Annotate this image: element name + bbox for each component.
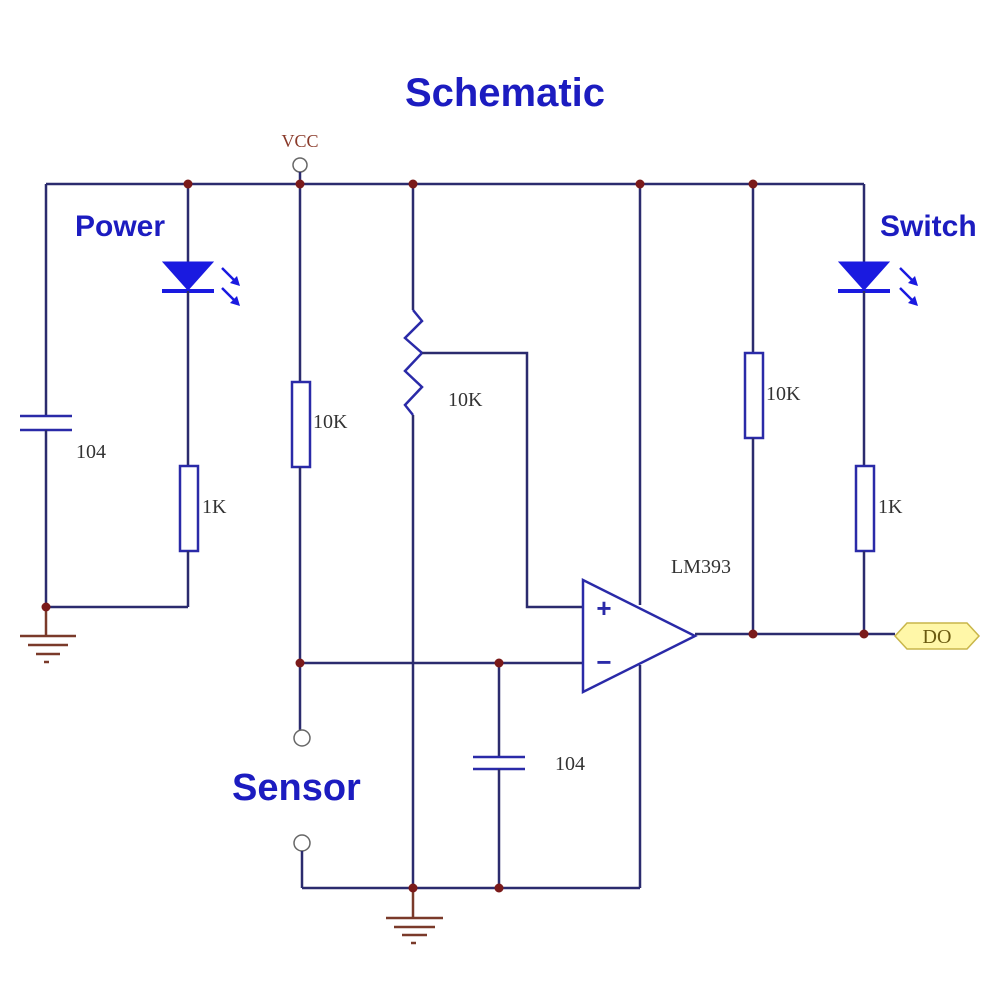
junction-node: [748, 179, 758, 189]
junction-node: [183, 179, 193, 189]
power-label: Power: [75, 210, 165, 243]
opamp-minus-pin: −: [596, 647, 611, 677]
do-output-tag: [893, 622, 981, 650]
power-capacitor-value: 104: [76, 441, 106, 463]
power-resistor-value: 1K: [202, 496, 227, 518]
switch-resistor-value: 1K: [878, 496, 903, 518]
junction-node: [295, 179, 305, 189]
junction-node: [408, 179, 418, 189]
pot-wiper-wire: [422, 351, 583, 609]
filter-capacitor-value: 104: [555, 753, 585, 775]
sensor-terminal-top: [293, 729, 311, 747]
vcc-label: VCC: [281, 131, 318, 151]
ground-icon-left: [20, 607, 76, 664]
power-led-light-icon: [221, 267, 240, 306]
sensor-pullup-value: 10K: [313, 411, 348, 433]
ground-icon-bottom: [386, 888, 443, 945]
junction-node: [295, 658, 305, 668]
junction-node: [748, 629, 758, 639]
junction-node: [859, 629, 869, 639]
junction-node: [494, 883, 504, 893]
vcc-terminal: [292, 157, 308, 173]
junction-node: [494, 658, 504, 668]
potentiometer-value: 10K: [448, 389, 483, 411]
sensor-label: Sensor: [232, 767, 361, 809]
junction-node: [635, 179, 645, 189]
junction-node: [41, 602, 51, 612]
potentiometer: [403, 309, 424, 416]
switch-label: Switch: [880, 210, 977, 243]
power-resistor: [178, 464, 200, 553]
switch-led-light-icon: [899, 267, 918, 306]
junction-node: [408, 883, 418, 893]
switch-led-icon: [837, 261, 891, 291]
opamp-plus-pin: +: [596, 593, 611, 623]
comparator-label: LM393: [671, 556, 731, 578]
sensor-pullup-resistor: [290, 380, 312, 469]
output-pullup-resistor: [743, 351, 765, 440]
switch-resistor: [854, 464, 876, 553]
power-led-icon: [161, 261, 215, 291]
junction-nodes: [41, 179, 869, 893]
sensor-terminal-bottom: [293, 834, 311, 852]
output-pullup-value: 10K: [766, 383, 801, 405]
schematic-title: Schematic: [405, 71, 605, 115]
lm393-comparator: [581, 577, 698, 695]
do-output-label: DO: [923, 626, 952, 648]
